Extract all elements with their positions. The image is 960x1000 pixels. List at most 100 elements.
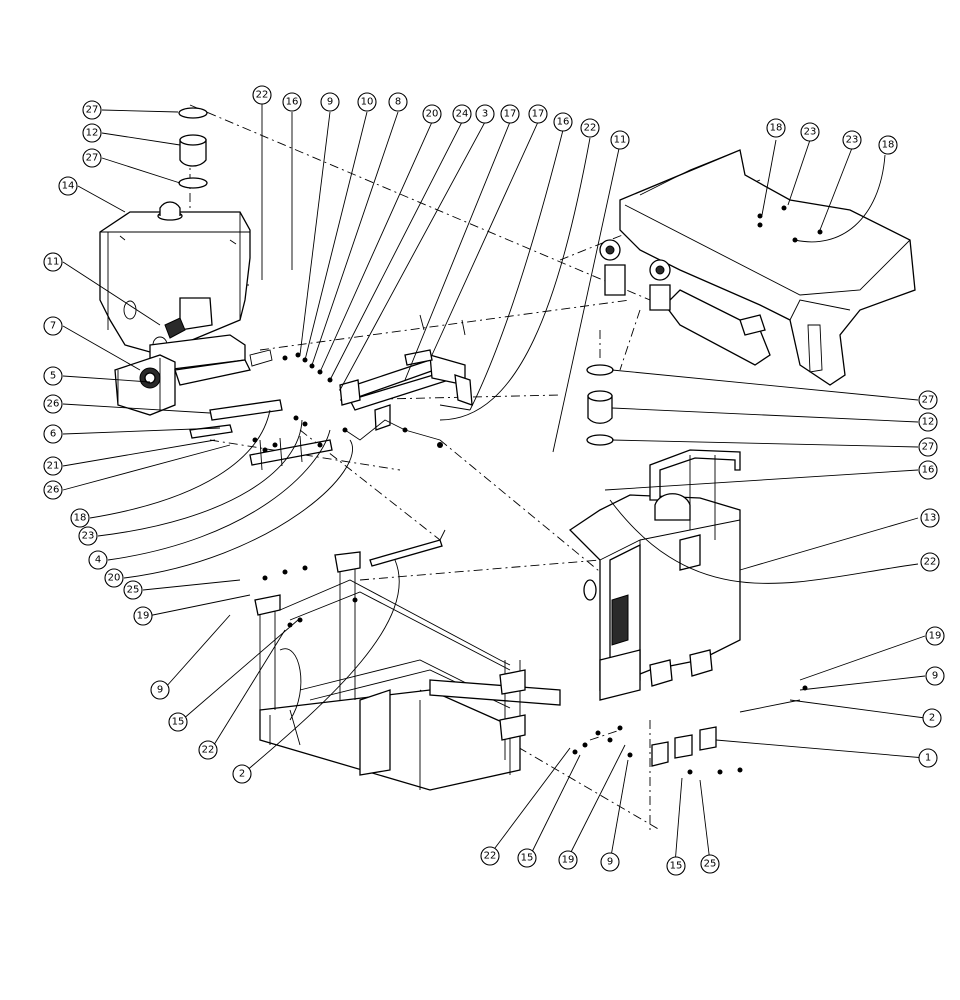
part-balloon: 9 [925,666,945,686]
part-number: 9 [607,857,613,868]
part-number: 17 [504,109,517,120]
part-number: 26 [47,399,60,410]
part-balloon: 13 [920,508,940,528]
part-balloon: 22 [198,740,218,760]
part-number: 18 [74,513,87,524]
part-balloon: 19 [925,626,945,646]
part-balloon: 27 [82,148,102,168]
part-balloon: 23 [78,526,98,546]
part-balloon: 19 [133,606,153,626]
part-number: 12 [86,128,99,139]
part-number: 24 [456,109,469,120]
part-number: 23 [804,127,817,138]
part-number: 17 [532,109,545,120]
part-number: 20 [426,109,439,120]
part-balloon: 19 [558,850,578,870]
part-balloon: 21 [43,456,63,476]
part-number: 26 [47,485,60,496]
part-balloon: 1 [918,748,938,768]
part-balloon: 20 [104,568,124,588]
part-balloon: 15 [517,848,537,868]
part-number: 23 [846,135,859,146]
base-frame [254,529,561,791]
part-balloon: 27 [918,437,938,457]
part-balloon: 27 [82,100,102,120]
part-balloon: 17 [500,104,520,124]
part-number: 22 [924,557,937,568]
part-balloon: 8 [388,92,408,112]
part-balloon: 22 [252,85,272,105]
part-number: 25 [127,585,140,596]
part-number: 27 [922,442,935,453]
part-number: 5 [50,371,56,382]
part-balloon: 18 [878,135,898,155]
part-number: 16 [557,117,570,128]
part-number: 16 [922,465,935,476]
part-number: 14 [62,181,75,192]
part-balloon: 26 [43,394,63,414]
part-number: 21 [47,461,60,472]
part-number: 19 [562,855,575,866]
part-balloon: 12 [82,123,102,143]
part-balloon: 22 [480,846,500,866]
part-balloon: 26 [43,480,63,500]
part-balloon: 22 [580,118,600,138]
part-balloon: 24 [452,104,472,124]
part-balloon: 9 [600,852,620,872]
part-number: 15 [172,717,185,728]
part-number: 27 [922,395,935,406]
part-balloon: 9 [150,680,170,700]
part-balloon: 23 [842,130,862,150]
part-number: 15 [670,861,683,872]
part-number: 20 [108,573,121,584]
part-balloon: 23 [800,122,820,142]
part-number: 25 [704,859,717,870]
right-hopper [568,364,741,701]
part-number: 16 [286,97,299,108]
part-number: 22 [484,851,497,862]
part-number: 2 [929,713,935,724]
part-number: 3 [482,109,488,120]
part-number: 23 [82,531,95,542]
part-balloon: 3 [475,104,495,124]
part-number: 1 [925,753,931,764]
left-hopper [99,107,251,371]
part-number: 27 [86,153,99,164]
part-number: 6 [50,429,56,440]
part-balloon: 16 [553,112,573,132]
part-balloon: 11 [43,252,63,272]
part-number: 15 [521,853,534,864]
part-balloon: 22 [920,552,940,572]
part-balloon: 25 [123,580,143,600]
part-balloon: 18 [70,508,90,528]
part-number: 22 [256,90,269,101]
part-balloon: 9 [320,92,340,112]
part-number: 9 [157,685,163,696]
part-balloon: 17 [528,104,548,124]
part-balloon: 5 [43,366,63,386]
part-number: 19 [137,611,150,622]
part-number: 4 [95,555,101,566]
part-number: 18 [770,123,783,134]
part-number: 12 [922,417,935,428]
part-balloon: 12 [918,412,938,432]
part-balloon: 14 [58,176,78,196]
part-number: 19 [929,631,942,642]
part-balloon: 15 [168,712,188,732]
part-number: 9 [327,97,333,108]
part-number: 9 [932,671,938,682]
left-gearbox [114,349,273,416]
leader-lines [62,104,926,865]
part-balloon: 10 [357,92,377,112]
left-bracket-hardware [189,399,333,471]
part-balloon: 20 [422,104,442,124]
part-number: 10 [361,97,374,108]
part-balloon: 7 [43,316,63,336]
part-balloon: 6 [43,424,63,444]
part-number: 8 [395,97,401,108]
part-number: 2 [239,769,245,780]
top-right-frame [599,149,916,386]
part-balloon: 18 [766,118,786,138]
part-balloon: 27 [918,390,938,410]
